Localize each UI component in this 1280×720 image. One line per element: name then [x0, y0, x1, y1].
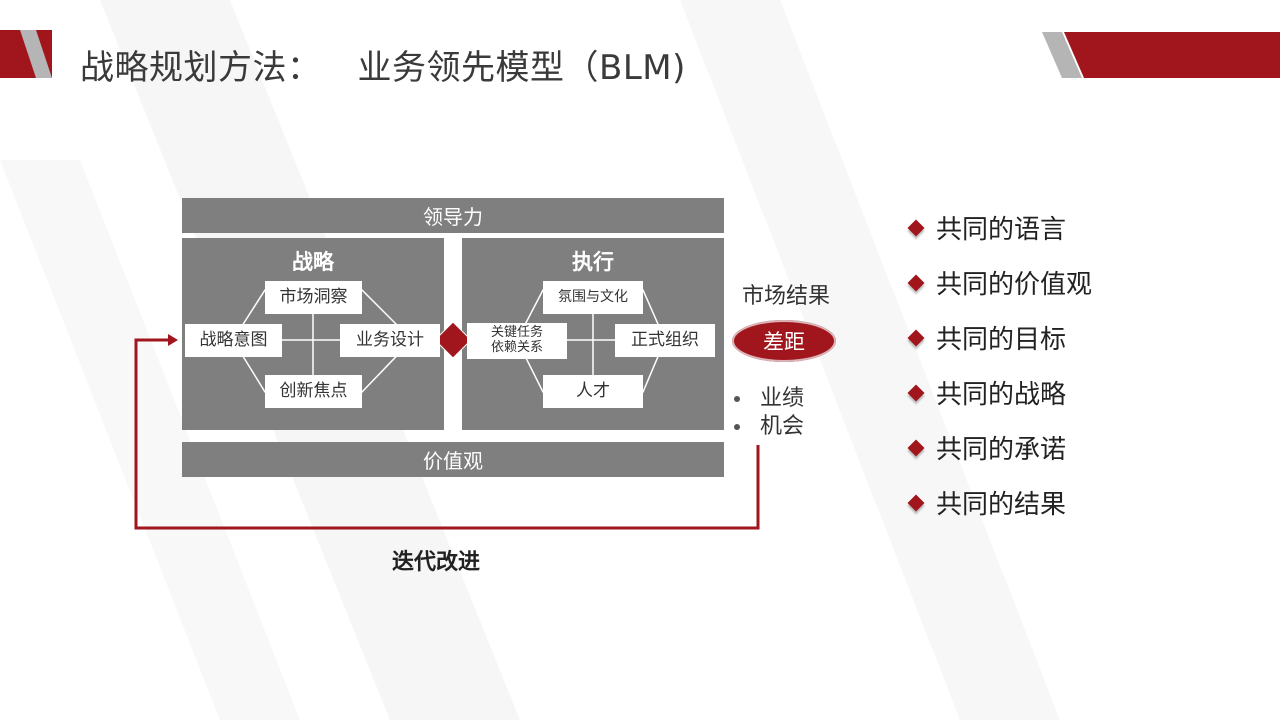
bullet-performance-text: 业绩	[760, 386, 805, 411]
bullet-opportunity: 机会	[734, 413, 804, 441]
page-title-sub: 业务领先模型（BLM)	[357, 48, 686, 88]
list-item-text: 共同的承诺	[936, 435, 1067, 465]
list-item: 共同的语言	[907, 200, 1092, 255]
execution-title: 执行	[572, 250, 614, 274]
iteration-label: 迭代改进	[392, 550, 481, 575]
diamond-bullet-icon	[907, 384, 925, 401]
key-tasks-line1: 关键任务	[490, 325, 543, 341]
bullet-opportunity-text: 机会	[760, 414, 805, 439]
business-design-box: 业务设计	[340, 324, 440, 357]
diamond-bullet-icon	[907, 439, 925, 456]
list-item-text: 共同的战略	[936, 380, 1067, 410]
leadership-bar: 领导力	[182, 198, 724, 233]
list-item: 共同的承诺	[907, 420, 1092, 475]
key-tasks-line2: 依赖关系	[490, 340, 543, 355]
market-result-bullets: 业绩 机会	[734, 385, 804, 441]
diamond-bullet-icon	[907, 329, 925, 346]
bullet-performance: 业绩	[734, 385, 804, 413]
diamond-bullet-icon	[907, 219, 925, 236]
list-item-text: 共同的目标	[936, 325, 1067, 355]
innovation-focus-box: 创新焦点	[265, 375, 362, 408]
list-item: 共同的结果	[907, 475, 1092, 530]
list-item-text: 共同的结果	[936, 490, 1067, 520]
values-bar: 价值观	[182, 442, 724, 477]
market-result-label: 市场结果	[742, 284, 831, 309]
key-tasks-box: 关键任务 依赖关系	[467, 323, 567, 359]
list-item-text: 共同的价值观	[936, 270, 1093, 300]
list-item: 共同的价值观	[907, 255, 1093, 310]
list-item: 共同的目标	[907, 310, 1092, 365]
strategic-intent-box: 战略意图	[185, 324, 282, 357]
strategy-title: 战略	[292, 250, 334, 274]
list-item-text: 共同的语言	[936, 215, 1067, 245]
page-title: 战略规划方法： 业务领先模型（BLM)	[80, 40, 686, 89]
gap-badge: 差距	[732, 320, 836, 362]
talent-box: 人才	[543, 375, 643, 408]
climate-culture-box: 氛围与文化	[543, 281, 643, 314]
diamond-bullet-icon	[907, 494, 925, 511]
formal-org-box: 正式组织	[615, 324, 715, 357]
market-insight-box: 市场洞察	[265, 281, 362, 314]
page-title-main: 战略规划方法：	[80, 48, 322, 88]
diamond-bullet-icon	[907, 274, 925, 291]
shared-list: 共同的语言 共同的价值观 共同的目标 共同的战略 共同的承诺 共同的结果	[907, 200, 1093, 530]
list-item: 共同的战略	[907, 365, 1092, 420]
